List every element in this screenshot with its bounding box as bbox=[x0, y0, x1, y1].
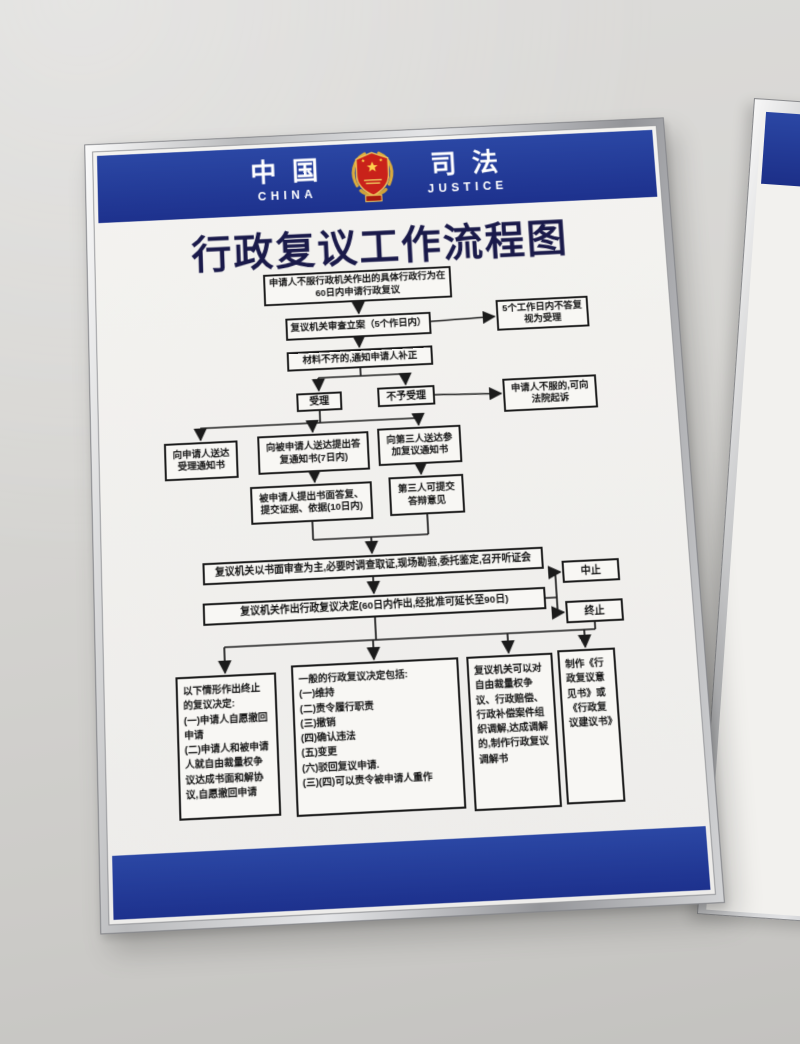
flow-node-notify-applicant: 向申请人送达受理通知书 bbox=[164, 440, 239, 481]
flow-node-terminate: 终止 bbox=[565, 598, 624, 623]
flow-node-terminate-cases: 以下情形作出终止的复议决定: (一)申请人自愿撤回申请 (二)申请人和被申请人就… bbox=[175, 672, 281, 820]
flow-node-sue-court: 申请人不服的,可向法院起诉 bbox=[502, 374, 598, 412]
flow-node-deemed-accept: 5个工作日内不答复视为受理 bbox=[496, 296, 590, 331]
main-poster-frame: 中国 CHINA 司法 JUSTICE bbox=[84, 117, 725, 934]
flow-node-suspend: 中止 bbox=[561, 558, 620, 583]
flow-node-third-party-opinion: 第三人可提交答辩意见 bbox=[388, 474, 465, 516]
flow-node-decision-types: 一般的行政复议决定包括: (一)维持 (二)责令履行职责 (三)撤销 (四)确认… bbox=[291, 657, 466, 817]
flow-node-notify-respondent: 向被申请人送达提出答复通知书(7日内) bbox=[257, 431, 370, 475]
side-poster-header-bar bbox=[761, 112, 800, 204]
flow-node-respondent-reply: 被申请人提出书面答复、提交证据、依据(10日内) bbox=[250, 481, 373, 525]
flow-node-mediation: 复议机关可以对自由裁量权争议、行政赔偿、行政补偿案件组织调解,达成调解的,制作行… bbox=[466, 653, 562, 812]
flow-node-documents: 制作《行政复议意见书》或《行政复议建议书》 bbox=[557, 648, 625, 805]
flowchart: 申请人不服行政机关作出的具体行政行为在60日内申请行政复议 复议机关审查立案（5… bbox=[92, 125, 716, 925]
flow-node-reject: 不予受理 bbox=[377, 385, 435, 407]
flow-node-notify-third-party: 向第三人送达参加复议通知书 bbox=[377, 425, 462, 466]
flow-node-accept: 受理 bbox=[296, 391, 342, 412]
main-poster-panel: 中国 CHINA 司法 JUSTICE bbox=[92, 125, 716, 925]
side-poster-panel bbox=[706, 112, 800, 931]
